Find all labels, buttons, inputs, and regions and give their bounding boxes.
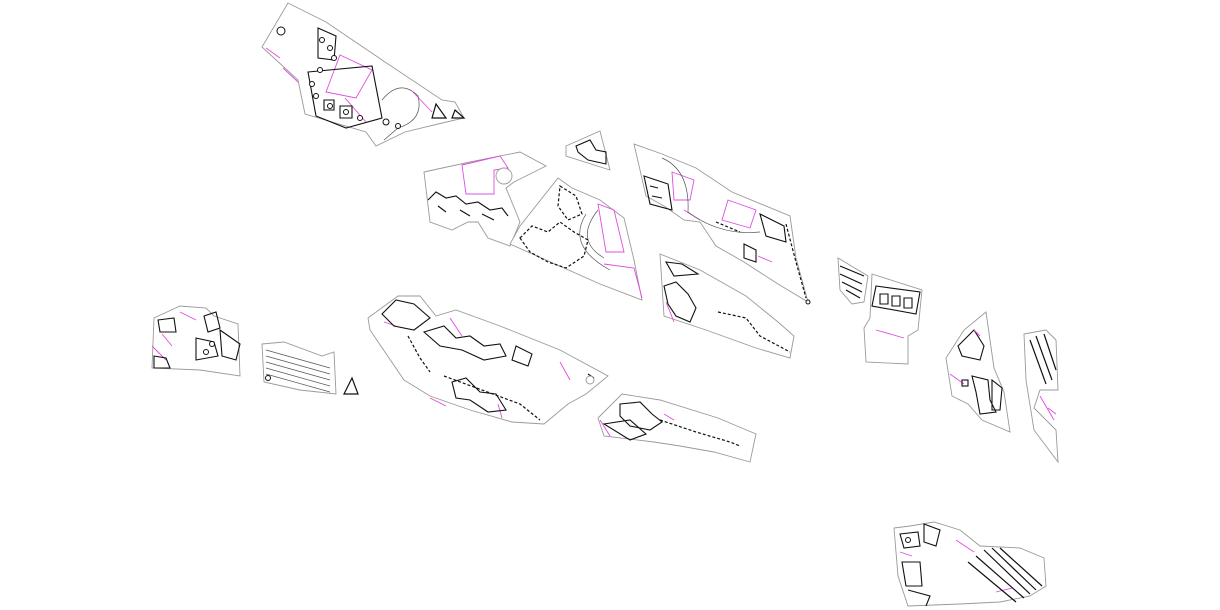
block-m-square — [961, 379, 969, 387]
block-e-buildings — [643, 175, 787, 263]
block-f-dash — [717, 311, 791, 353]
block-f-zoning — [665, 301, 675, 323]
block-h-zoning — [599, 413, 675, 437]
block-a-trees — [309, 37, 401, 129]
block-j-outline — [261, 341, 337, 395]
block-d-zoning — [597, 203, 643, 299]
block-a-curve — [381, 87, 420, 141]
parcel-block-m — [945, 311, 1011, 433]
block-g-dash — [407, 335, 541, 421]
parcel-block-i — [151, 305, 241, 377]
block-h-buildings — [602, 401, 663, 441]
block-f-outline — [659, 253, 795, 359]
block-e-endpoint — [805, 299, 811, 305]
block-l-zoning — [875, 329, 905, 339]
block-h-outline — [597, 393, 757, 463]
block-l-outline — [863, 273, 923, 365]
block-b-outline — [565, 130, 611, 171]
block-a-zoning — [265, 47, 433, 123]
block-c-outline — [423, 151, 547, 247]
block-e-curve — [661, 157, 761, 233]
block-j-triangle — [343, 376, 359, 395]
parcel-block-n — [1023, 329, 1059, 464]
parcel-block-a — [261, 2, 466, 147]
block-j-hatching — [265, 349, 331, 393]
block-a-arrow-left — [431, 102, 448, 119]
block-g-buildings — [381, 299, 595, 413]
block-d-curve — [579, 209, 611, 271]
block-o-zoning — [899, 539, 1013, 593]
block-a-round-symbol — [276, 26, 286, 36]
block-h-dash — [659, 419, 741, 447]
block-a-outline — [261, 2, 465, 147]
block-o-buildings — [899, 523, 941, 607]
block-m-buildings — [957, 329, 1003, 415]
parcel-block-h — [597, 393, 757, 463]
parcel-block-g — [367, 295, 609, 425]
parcel-block-d — [509, 177, 643, 301]
block-c-zoning — [461, 155, 509, 195]
block-d-buildings — [519, 184, 589, 269]
block-i-dot-a — [203, 349, 209, 355]
parcel-block-e — [633, 143, 811, 305]
parcel-block-k — [837, 257, 869, 305]
block-n-hatching — [1029, 333, 1057, 385]
block-c-buildings — [427, 191, 509, 221]
parcel-block-f — [659, 253, 795, 359]
block-f-buildings — [663, 261, 700, 323]
block-c-circle — [495, 167, 513, 185]
block-o-dot — [905, 537, 911, 543]
block-g-circle — [585, 375, 595, 385]
block-i-dot-b — [209, 341, 215, 347]
block-e-zoning — [671, 171, 773, 263]
block-g-outline — [367, 295, 609, 425]
block-o-hatching — [967, 547, 1043, 603]
parcel-block-o — [893, 521, 1047, 607]
parcel-block-j — [261, 341, 359, 395]
block-n-zoning — [1039, 395, 1057, 421]
block-j-dot — [265, 375, 271, 381]
block-n-outline — [1023, 329, 1059, 464]
parcel-block-l — [863, 273, 923, 365]
block-i-buildings — [153, 311, 241, 369]
parcel-block-b — [565, 130, 611, 171]
block-e-outline — [633, 143, 809, 303]
block-m-outline — [945, 311, 1011, 433]
block-k-outline — [837, 257, 869, 305]
block-d-outline — [509, 177, 643, 301]
block-k-hatching — [839, 265, 865, 299]
block-g-zoning — [383, 317, 571, 419]
block-b-buildings — [575, 139, 607, 165]
block-e-dash — [715, 221, 807, 299]
block-l-buildings — [871, 285, 921, 315]
parcel-block-c — [423, 151, 547, 247]
block-a-arrow-right — [451, 108, 466, 119]
